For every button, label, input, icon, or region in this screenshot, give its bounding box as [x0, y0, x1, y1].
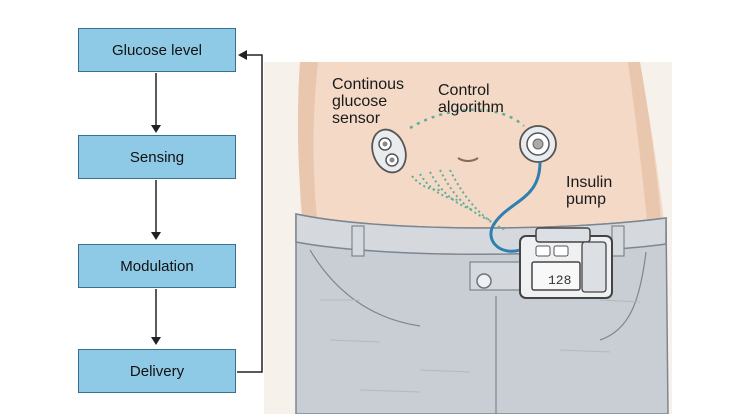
algorithm-label: Control algorithm — [438, 82, 504, 116]
control-algorithm-icon — [519, 125, 557, 163]
pump-display-readout: 128 — [548, 273, 571, 288]
jeans-button — [476, 273, 492, 289]
glucose-sensor-icon — [371, 128, 407, 174]
step-delivery: Delivery — [78, 349, 236, 393]
step-sensing: Sensing — [78, 135, 236, 179]
flow-arrows — [151, 50, 263, 373]
torso-shade-left — [297, 62, 318, 230]
feedback-loop-arrow — [237, 54, 263, 373]
navel — [457, 157, 479, 162]
pocket-right — [599, 251, 647, 341]
sensor-label: Continous glucose sensor — [332, 76, 405, 127]
wireless-link-arc — [409, 108, 525, 130]
step-label: Sensing — [129, 148, 185, 166]
insulin-pump-icon — [519, 227, 613, 299]
pocket-left — [309, 249, 421, 327]
step-label: Delivery — [129, 362, 185, 380]
torso-shade-right — [628, 62, 662, 230]
insulin-tube — [489, 161, 542, 253]
denim-texture — [320, 299, 641, 393]
step-modulation: Modulation — [78, 244, 236, 288]
step-label: Glucose level — [111, 41, 203, 59]
belt-loop-right — [611, 225, 625, 257]
step-glucose-level: Glucose level — [78, 28, 236, 72]
pump-label: Insulin pump — [566, 174, 613, 208]
signal-waves — [411, 169, 507, 231]
step-label: Modulation — [120, 257, 194, 275]
belt-loop-left — [351, 225, 365, 257]
